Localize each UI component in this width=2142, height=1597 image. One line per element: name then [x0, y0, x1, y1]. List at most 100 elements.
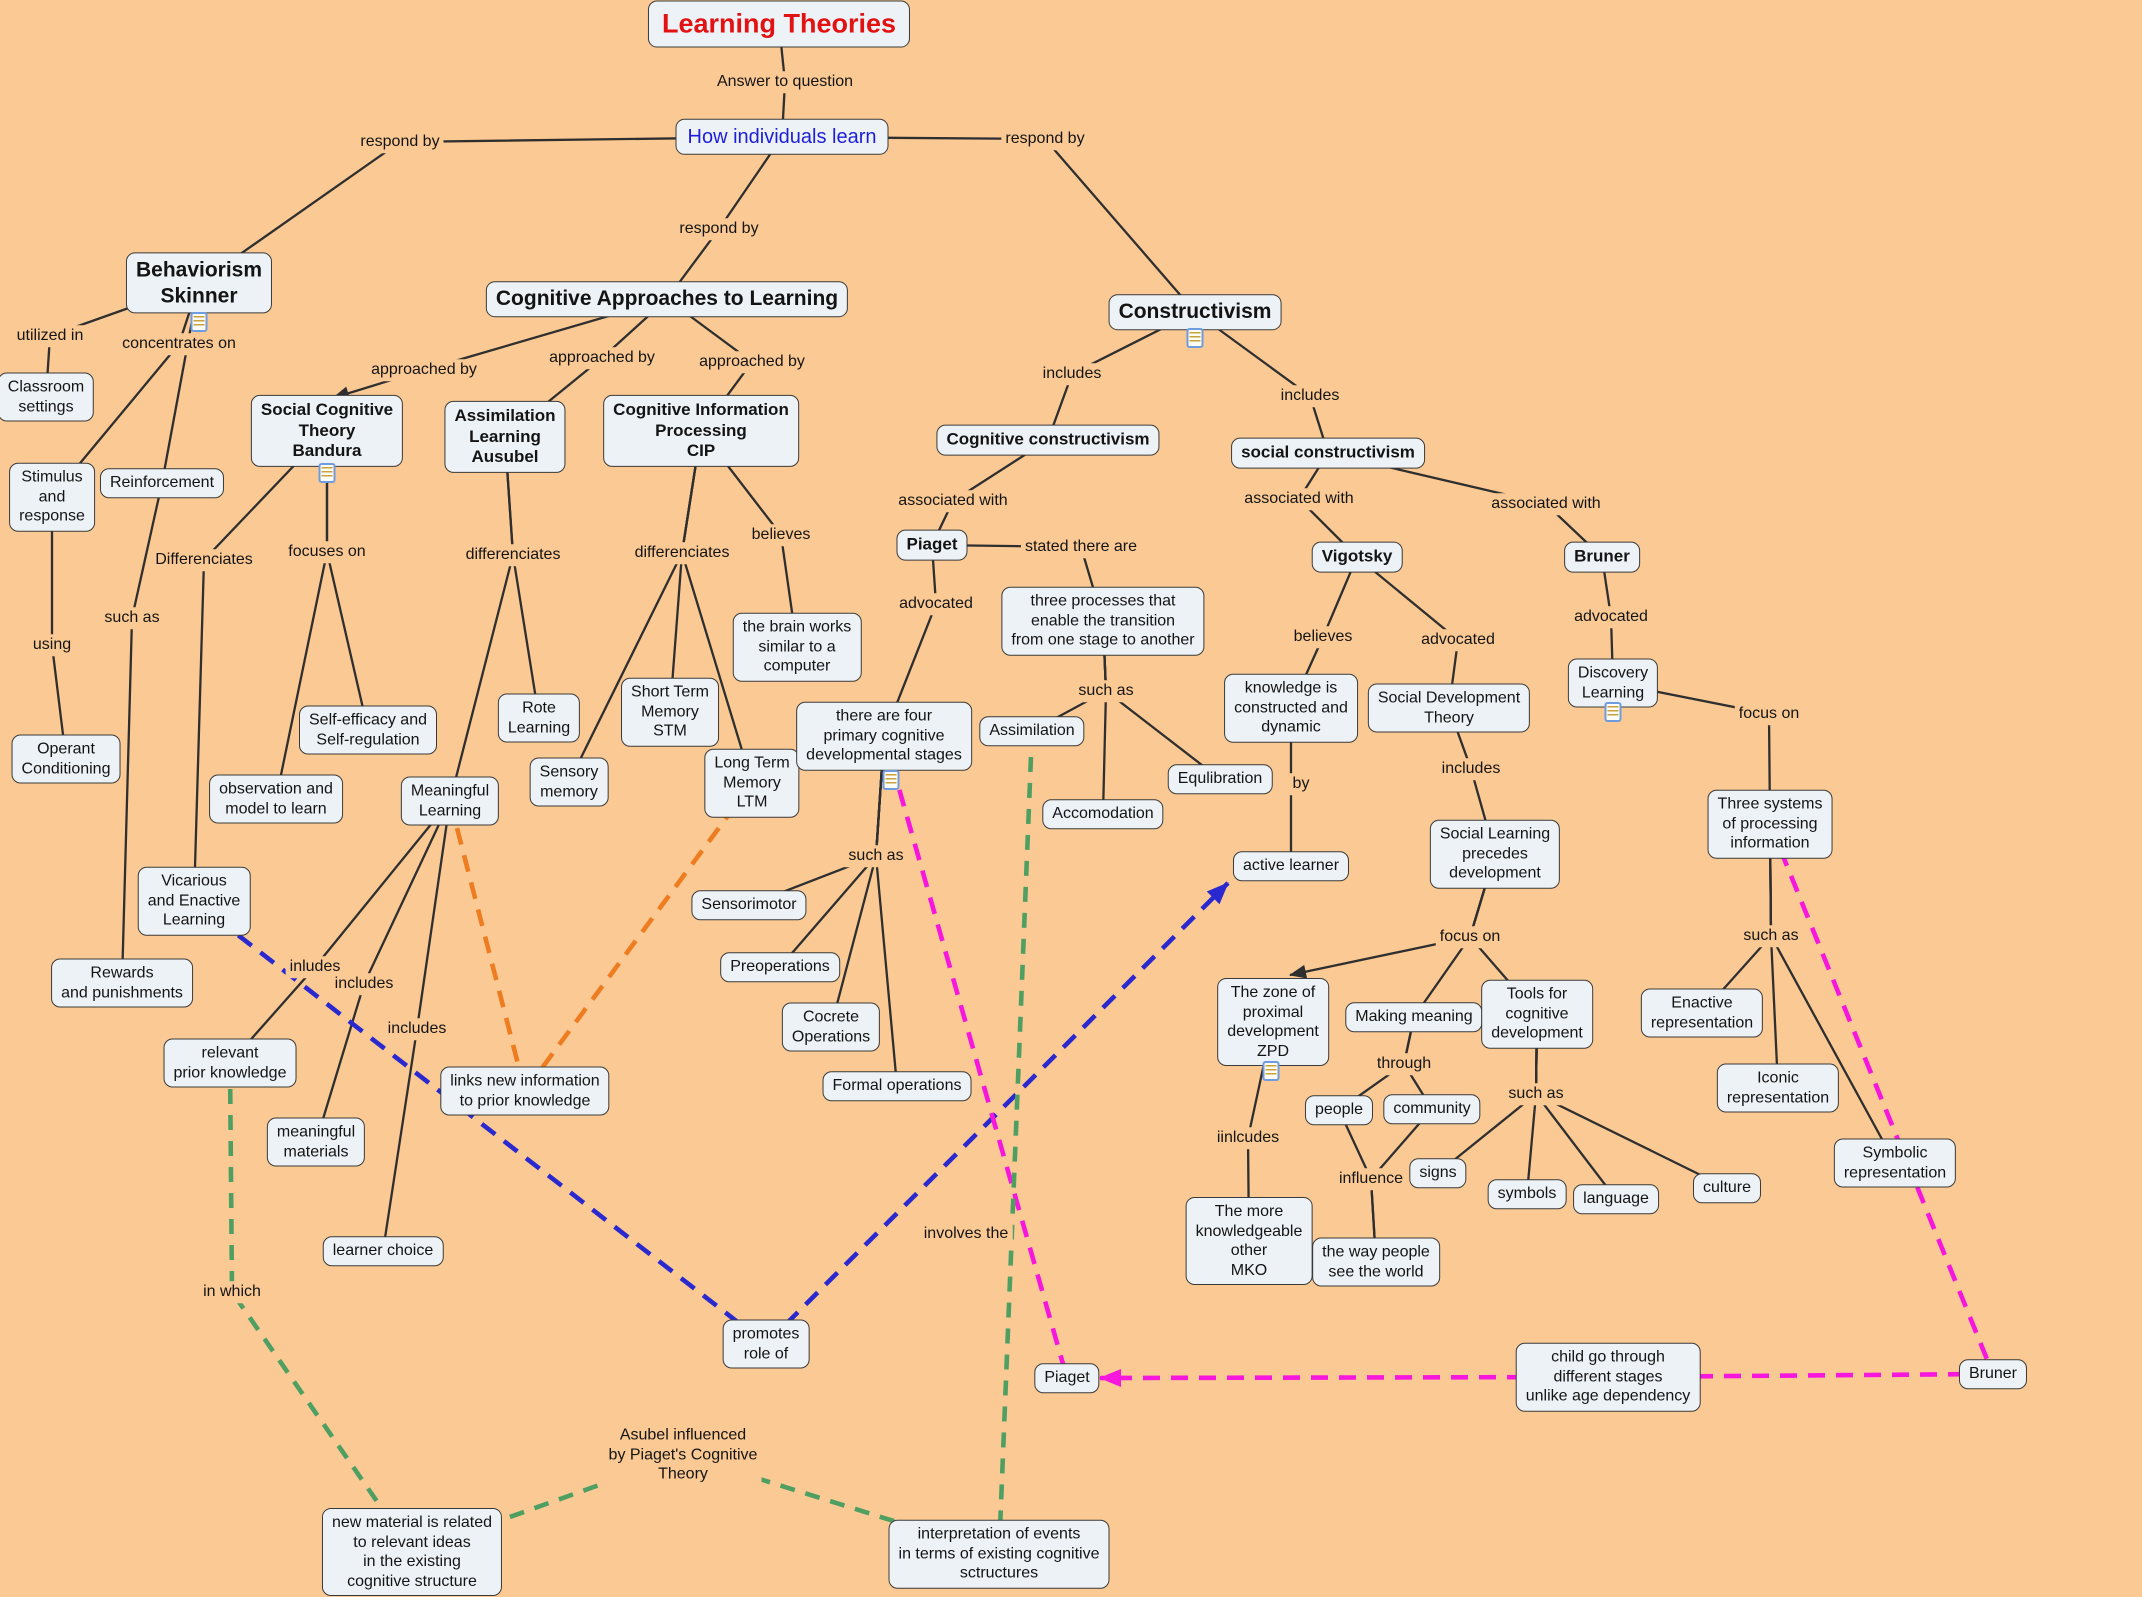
- concept-links-new-info[interactable]: links new information to prior knowledge: [440, 1066, 610, 1116]
- link-label-advocated-vigotsky[interactable]: advocated: [1417, 629, 1499, 651]
- link-label-includes-cognitive[interactable]: includes: [1038, 363, 1106, 385]
- link-label-believes-cip[interactable]: believes: [747, 524, 815, 546]
- concept-interpretation-events[interactable]: interpretation of events in terms of exi…: [888, 1519, 1110, 1589]
- link-label-focus-on-discovery[interactable]: focus on: [1734, 703, 1804, 725]
- concept-mko[interactable]: The more knowledgeable other MKO: [1185, 1196, 1313, 1286]
- concept-classroom-settings[interactable]: Classroom settings: [0, 372, 95, 422]
- concept-relevant-prior[interactable]: relevant prior knowledge: [163, 1038, 297, 1088]
- link-label-such-as-systems[interactable]: such as: [1739, 925, 1803, 947]
- concept-vigotsky[interactable]: Vigotsky: [1311, 541, 1403, 573]
- concept-how-individuals-learn[interactable]: How individuals learn: [675, 118, 889, 156]
- concept-signs[interactable]: signs: [1409, 1158, 1467, 1188]
- concept-stm[interactable]: Short Term Memory STM: [621, 677, 719, 747]
- link-label-advocated-bruner[interactable]: advocated: [1570, 606, 1652, 628]
- concept-learner-choice[interactable]: learner choice: [322, 1236, 444, 1266]
- concept-accomodation[interactable]: Accomodation: [1042, 799, 1164, 829]
- concept-discovery-learning[interactable]: Discovery Learning: [1567, 658, 1659, 708]
- concept-concrete-operations[interactable]: Cocrete Operations: [781, 1002, 881, 1052]
- concept-piaget-bottom[interactable]: Piaget: [1034, 1363, 1100, 1393]
- link-label-respond-by-right[interactable]: respond by: [1001, 128, 1089, 150]
- concept-ausubel[interactable]: Assimilation Learning Ausubel: [444, 400, 566, 474]
- concept-self-efficacy[interactable]: Self-efficacy and Self-regulation: [299, 705, 437, 755]
- concept-cognitive-constructivism[interactable]: Cognitive constructivism: [936, 424, 1160, 456]
- concept-bruner-bottom[interactable]: Bruner: [1958, 1359, 2028, 1389]
- concept-rote-learning[interactable]: Rote Learning: [497, 693, 581, 743]
- concept-way-people-see[interactable]: the way people see the world: [1312, 1237, 1440, 1287]
- resource-icon-bandura[interactable]: [318, 463, 336, 483]
- link-label-asubel-influenced[interactable]: Asubel influenced by Piaget's Cognitive …: [604, 1424, 762, 1486]
- concept-enactive-rep[interactable]: Enactive representation: [1640, 988, 1764, 1038]
- concept-child-stages[interactable]: child go through different stages unlike…: [1515, 1342, 1701, 1412]
- resource-icon-discovery-learning[interactable]: [1604, 702, 1622, 722]
- concept-knowledge-constructed[interactable]: knowledge is constructed and dynamic: [1224, 673, 1358, 743]
- link-label-believes-vigotsky[interactable]: believes: [1289, 626, 1357, 648]
- link-label-inludes[interactable]: inludes: [285, 956, 345, 978]
- link-label-in-which[interactable]: in which: [199, 1281, 265, 1303]
- link-label-respond-by-mid[interactable]: respond by: [675, 218, 763, 240]
- concept-cip[interactable]: Cognitive Information Processing CIP: [603, 394, 799, 468]
- concept-sdt[interactable]: Social Development Theory: [1367, 683, 1531, 733]
- concept-tools-cognitive[interactable]: Tools for cognitive development: [1481, 979, 1593, 1049]
- concept-four-stages[interactable]: there are four primary cognitive develop…: [796, 701, 972, 771]
- link-label-such-as-processes[interactable]: such as: [1074, 680, 1138, 702]
- concept-meaningful-materials[interactable]: meaningful materials: [266, 1117, 366, 1167]
- link-label-iinlcudes[interactable]: iinlcudes: [1212, 1127, 1284, 1149]
- resource-icon-behaviorism-skinner[interactable]: [190, 312, 208, 332]
- link-label-approached-by-1[interactable]: approached by: [367, 359, 481, 381]
- link-label-includes-choice[interactable]: includes: [383, 1018, 451, 1040]
- link-label-differenciates-bandura[interactable]: Differenciates: [151, 549, 257, 571]
- concept-bruner-top[interactable]: Bruner: [1564, 541, 1640, 573]
- concept-vicarious-enactive[interactable]: Vicarious and Enactive Learning: [137, 866, 251, 936]
- concept-three-processes[interactable]: three processes that enable the transiti…: [1001, 586, 1205, 656]
- link-label-influence[interactable]: influence: [1334, 1168, 1408, 1190]
- concept-promotes-role[interactable]: promotes role of: [722, 1319, 810, 1369]
- link-label-includes-materials[interactable]: includes: [330, 973, 398, 995]
- concept-symbols[interactable]: symbols: [1487, 1179, 1567, 1209]
- link-label-differenciates-cip[interactable]: differenciates: [630, 542, 734, 564]
- concept-language[interactable]: language: [1573, 1184, 1659, 1214]
- link-label-such-as-stages[interactable]: such as: [844, 845, 908, 867]
- link-label-by[interactable]: by: [1288, 773, 1314, 795]
- link-label-associated-piaget[interactable]: associated with: [894, 490, 1012, 512]
- concept-three-systems[interactable]: Three systems of processing information: [1707, 789, 1833, 859]
- link-label-focuses-on[interactable]: focuses on: [284, 541, 370, 563]
- link-label-approached-by-2[interactable]: approached by: [545, 347, 659, 369]
- link-label-utilized-in[interactable]: utilized in: [12, 325, 88, 347]
- link-label-focus-on-slpd[interactable]: focus on: [1435, 926, 1505, 948]
- concept-equlibration[interactable]: Equlibration: [1167, 764, 1273, 794]
- concept-slpd[interactable]: Social Learning precedes development: [1429, 819, 1561, 889]
- concept-new-material[interactable]: new material is related to relevant idea…: [321, 1507, 503, 1597]
- resource-icon-zpd[interactable]: [1262, 1061, 1280, 1081]
- concept-stimulus-response[interactable]: Stimulus and response: [9, 462, 95, 532]
- concept-active-learner[interactable]: active learner: [1232, 851, 1350, 881]
- concept-preoperations[interactable]: Preoperations: [720, 952, 840, 982]
- concept-community[interactable]: community: [1383, 1094, 1481, 1124]
- concept-culture[interactable]: culture: [1692, 1173, 1762, 1203]
- concept-formal-operations[interactable]: Formal operations: [822, 1071, 972, 1101]
- link-label-stated-there-are[interactable]: stated there are: [1020, 536, 1142, 558]
- link-label-using[interactable]: using: [28, 634, 76, 656]
- concept-social-constructivism[interactable]: social constructivism: [1231, 437, 1425, 469]
- link-label-concentrates-on[interactable]: concentrates on: [118, 333, 240, 355]
- link-label-approached-by-3[interactable]: approached by: [695, 351, 809, 373]
- concept-piaget-top[interactable]: Piaget: [896, 529, 968, 561]
- concept-behaviorism-skinner[interactable]: Behaviorism Skinner: [125, 252, 273, 314]
- resource-icon-constructivism[interactable]: [1186, 328, 1204, 348]
- link-label-includes-sdt[interactable]: includes: [1437, 758, 1505, 780]
- concept-rewards-punishments[interactable]: Rewards and punishments: [51, 958, 193, 1008]
- concept-learning-theories[interactable]: Learning Theories: [647, 0, 911, 48]
- resource-icon-four-stages[interactable]: [882, 770, 900, 790]
- link-label-involves-the[interactable]: involves the: [919, 1223, 1013, 1245]
- link-label-such-as-reinforcement[interactable]: such as: [100, 607, 164, 629]
- link-label-associated-vigotsky[interactable]: associated with: [1240, 488, 1358, 510]
- link-label-differenciates-ausubel[interactable]: differenciates: [461, 544, 565, 566]
- concept-bandura[interactable]: Social Cognitive Theory Bandura: [250, 394, 404, 468]
- concept-operant-conditioning[interactable]: Operant Conditioning: [11, 734, 121, 784]
- concept-symbolic-rep[interactable]: Symbolic representation: [1833, 1138, 1957, 1188]
- concept-brain-computer[interactable]: the brain works similar to a computer: [732, 612, 862, 682]
- link-label-through[interactable]: through: [1372, 1053, 1436, 1075]
- concept-ltm[interactable]: Long Term Memory LTM: [704, 748, 800, 818]
- link-label-associated-bruner[interactable]: associated with: [1487, 493, 1605, 515]
- concept-constructivism[interactable]: Constructivism: [1108, 294, 1282, 330]
- link-label-answer-to-question[interactable]: Answer to question: [712, 71, 858, 93]
